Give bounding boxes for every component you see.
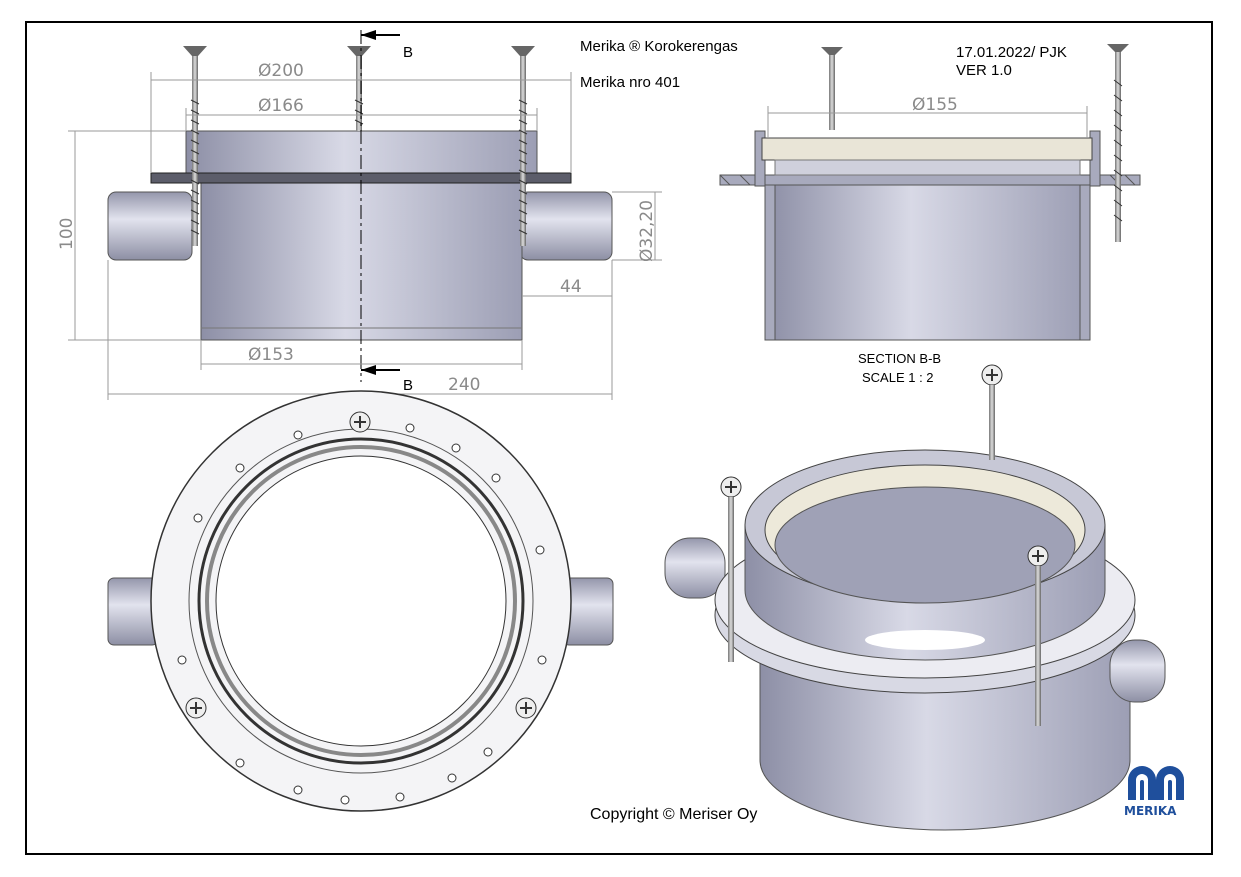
dim-d166: Ø166 <box>258 96 304 116</box>
screw-heads <box>185 411 537 719</box>
logo-text: MERIKA <box>1124 804 1177 818</box>
section-body <box>767 184 1087 341</box>
top-view <box>107 390 614 812</box>
dim-44: 44 <box>560 277 582 297</box>
dim-d153: Ø153 <box>248 345 294 365</box>
dimensions: Ø200 Ø166 Ø153 240 100 Ø32,20 44 <box>57 61 662 400</box>
product-number: Merika nro 401 <box>580 74 680 91</box>
copyright: Copyright © Meriser Oy <box>590 806 757 823</box>
section-view: Ø155 SECTION B-B SCALE 1 : 2 <box>719 44 1141 385</box>
dim-240: 240 <box>448 375 480 395</box>
dim-d155: Ø155 <box>912 95 958 115</box>
dim-d32: Ø32,20 <box>637 200 657 262</box>
isometric-view <box>664 364 1166 831</box>
version: VER 1.0 <box>956 62 1012 79</box>
section-label: SECTION B-B <box>858 351 941 366</box>
dim-100: 100 <box>57 218 77 250</box>
left-pipe <box>107 191 193 261</box>
date-author: 17.01.2022/ PJK <box>956 44 1067 61</box>
product-name: Merika ® Korokerengas <box>580 38 738 55</box>
right-pipe <box>519 191 613 261</box>
dim-d200: Ø200 <box>258 61 304 81</box>
merika-logo: MERIKA <box>1124 766 1184 818</box>
screws <box>183 46 535 246</box>
front-view: B B Ø200 Ø166 Ø153 240 100 Ø32,20 44 <box>57 30 662 400</box>
drawing-border <box>25 21 1213 855</box>
section-scale: SCALE 1 : 2 <box>862 370 934 385</box>
section-marker-bottom: B <box>403 377 413 394</box>
section-marker-top: B <box>403 44 413 61</box>
